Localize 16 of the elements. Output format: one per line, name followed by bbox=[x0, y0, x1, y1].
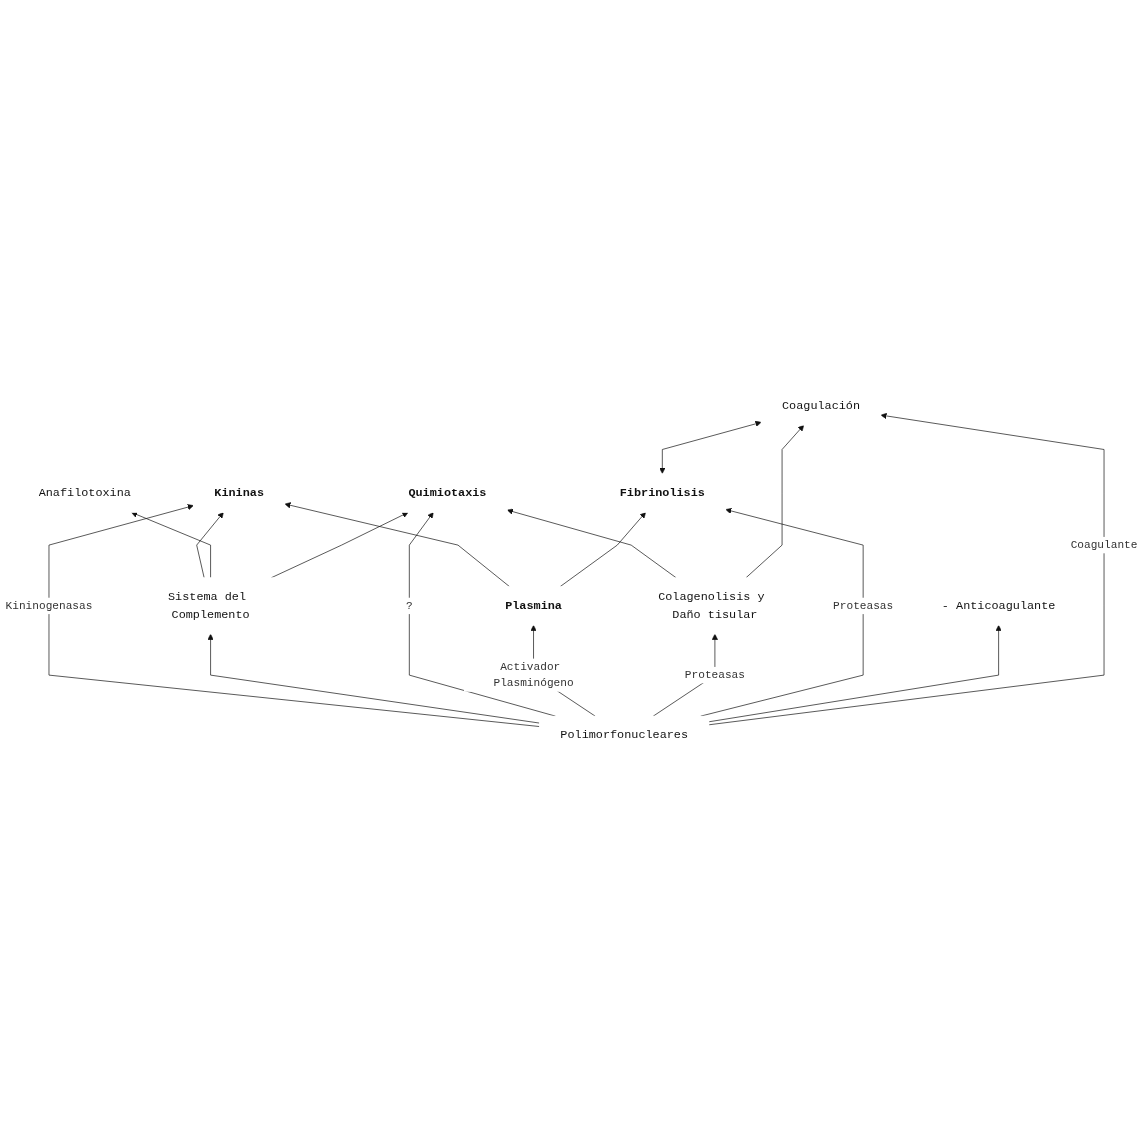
node-text: Sistema del Complemento bbox=[168, 590, 250, 622]
edge-label: Coagulante bbox=[1070, 539, 1138, 552]
node-text: Kininas bbox=[214, 486, 264, 500]
node-text: Fibrinolisis bbox=[619, 486, 705, 500]
edge-label: Proteasas bbox=[684, 669, 745, 682]
node-text: Quimiotaxis bbox=[408, 486, 487, 500]
node-text: Colagenolisis y Daño tisular bbox=[658, 590, 765, 622]
node-text: Coagulación bbox=[782, 399, 861, 413]
node-text: Anafilotoxina bbox=[38, 486, 131, 500]
node-text: Plasmina bbox=[505, 599, 562, 613]
edge-label: Kininogenasas bbox=[5, 600, 93, 613]
edge-label: Activador Plasminógeno bbox=[493, 660, 574, 691]
node-text: Polimorfonucleares bbox=[560, 729, 689, 743]
edge-label: Proteasas bbox=[833, 600, 894, 613]
node-text: - Anticoagulante bbox=[941, 599, 1056, 613]
edge-label: ? bbox=[405, 600, 413, 613]
